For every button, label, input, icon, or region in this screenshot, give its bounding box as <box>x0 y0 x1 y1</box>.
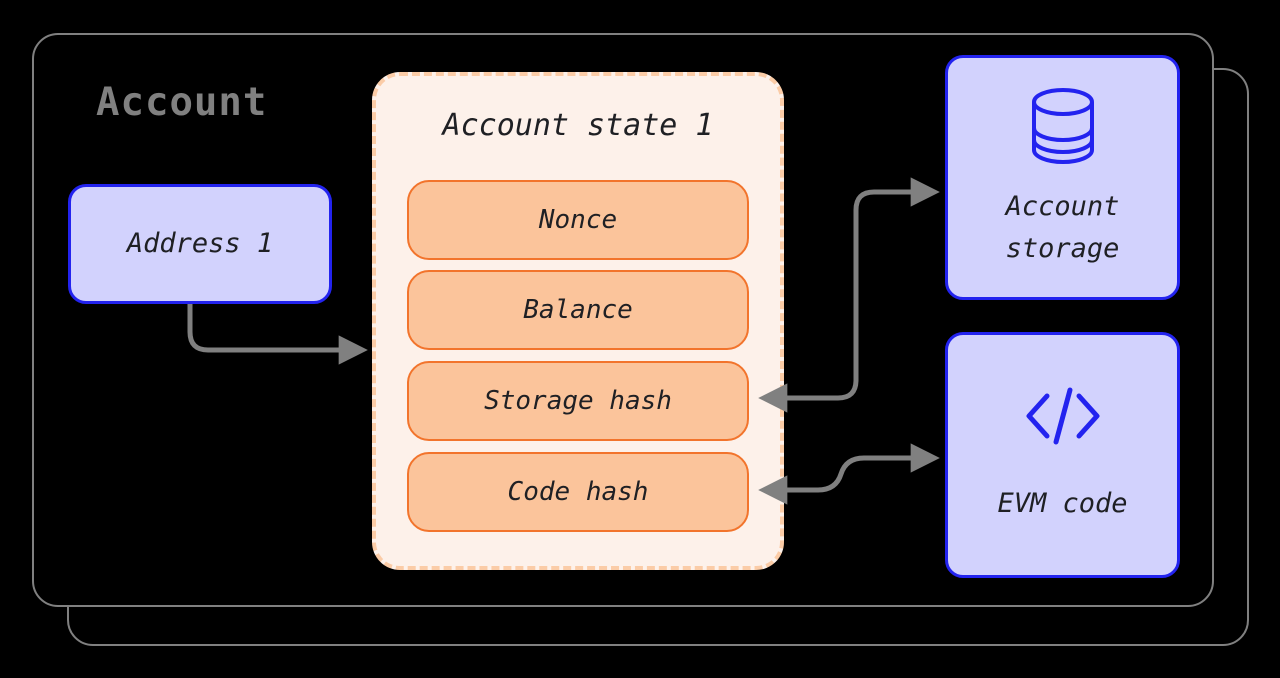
account-storage-label: Account storage <box>1005 190 1120 264</box>
address-label: Address 1 <box>126 228 274 260</box>
evm-code-label: EVM code <box>997 488 1128 520</box>
field-pill-label: Code hash <box>507 477 649 507</box>
field-pill-code-hash[interactable]: Code hash <box>407 452 749 532</box>
field-pill-balance[interactable]: Balance <box>407 270 749 350</box>
field-pill-nonce[interactable]: Nonce <box>407 180 749 260</box>
page-title: Account <box>96 80 268 125</box>
evm-code-box[interactable]: EVM code <box>945 332 1180 578</box>
account-state-panel: Account state 1 Nonce Balance Storage ha… <box>372 72 784 570</box>
account-state-title: Account state 1 <box>442 108 714 143</box>
address-box[interactable]: Address 1 <box>68 184 332 304</box>
field-pill-label: Balance <box>523 295 633 325</box>
database-icon <box>1028 86 1098 166</box>
field-pill-label: Nonce <box>538 205 618 235</box>
code-brackets-icon <box>1021 385 1105 447</box>
field-pill-label: Storage hash <box>484 386 672 416</box>
account-storage-box[interactable]: Account storage <box>945 55 1180 300</box>
field-pill-storage-hash[interactable]: Storage hash <box>407 361 749 441</box>
